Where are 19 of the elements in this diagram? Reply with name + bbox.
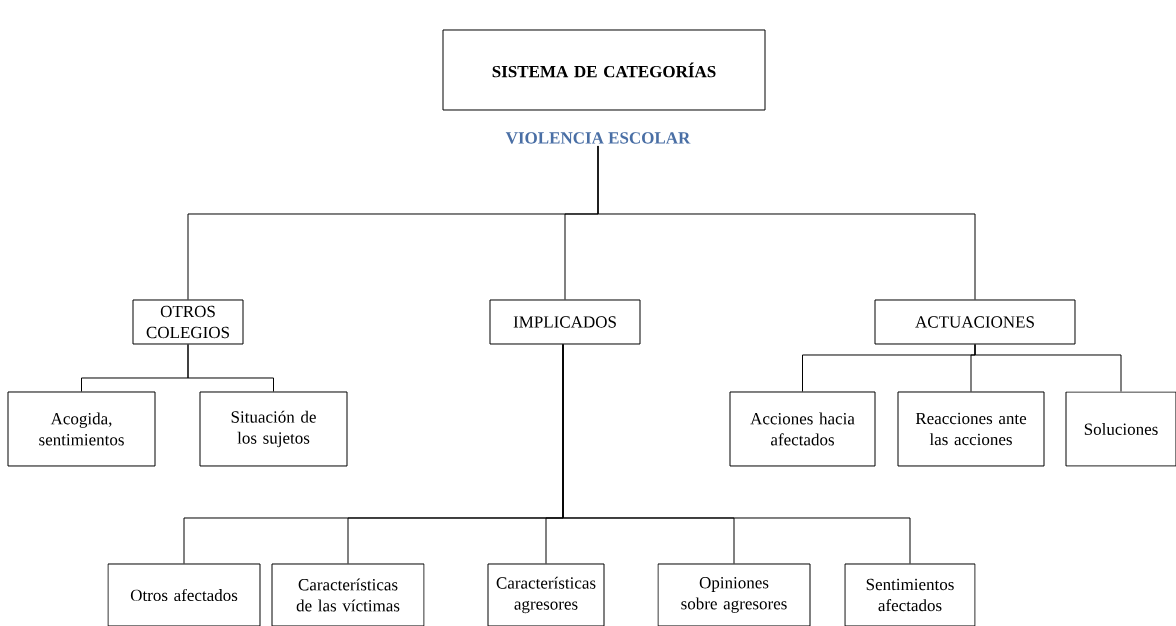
title-box: SISTEMA DE CATEGORÍAS <box>442 29 766 111</box>
category-box: Situación de los sujetos <box>199 391 348 467</box>
category-box: Características de las víctimas <box>271 563 425 626</box>
connector-line <box>974 344 1122 392</box>
category-box: Sentimientos afectados <box>844 563 976 626</box>
connector-line <box>562 344 911 564</box>
category-box: Características agresores <box>487 563 605 626</box>
category-box: ACTUACIONES <box>874 299 1076 345</box>
category-box: OTROS COLEGIOS <box>132 299 244 345</box>
category-box: Acciones hacia afectados <box>729 391 876 467</box>
category-box: Otros afectados <box>107 563 261 626</box>
connector-line <box>597 145 976 300</box>
category-box: Reacciones ante las acciones <box>897 391 1045 467</box>
heading-text: VIOLENCIA ESCOLAR <box>505 132 691 144</box>
category-box: Opiniones sobre agresores <box>657 563 811 626</box>
category-box: Soluciones <box>1065 391 1176 467</box>
category-box: IMPLICADOS <box>489 299 641 345</box>
connector-line <box>187 344 274 392</box>
category-box: Acogida, sentimientos <box>7 391 156 467</box>
